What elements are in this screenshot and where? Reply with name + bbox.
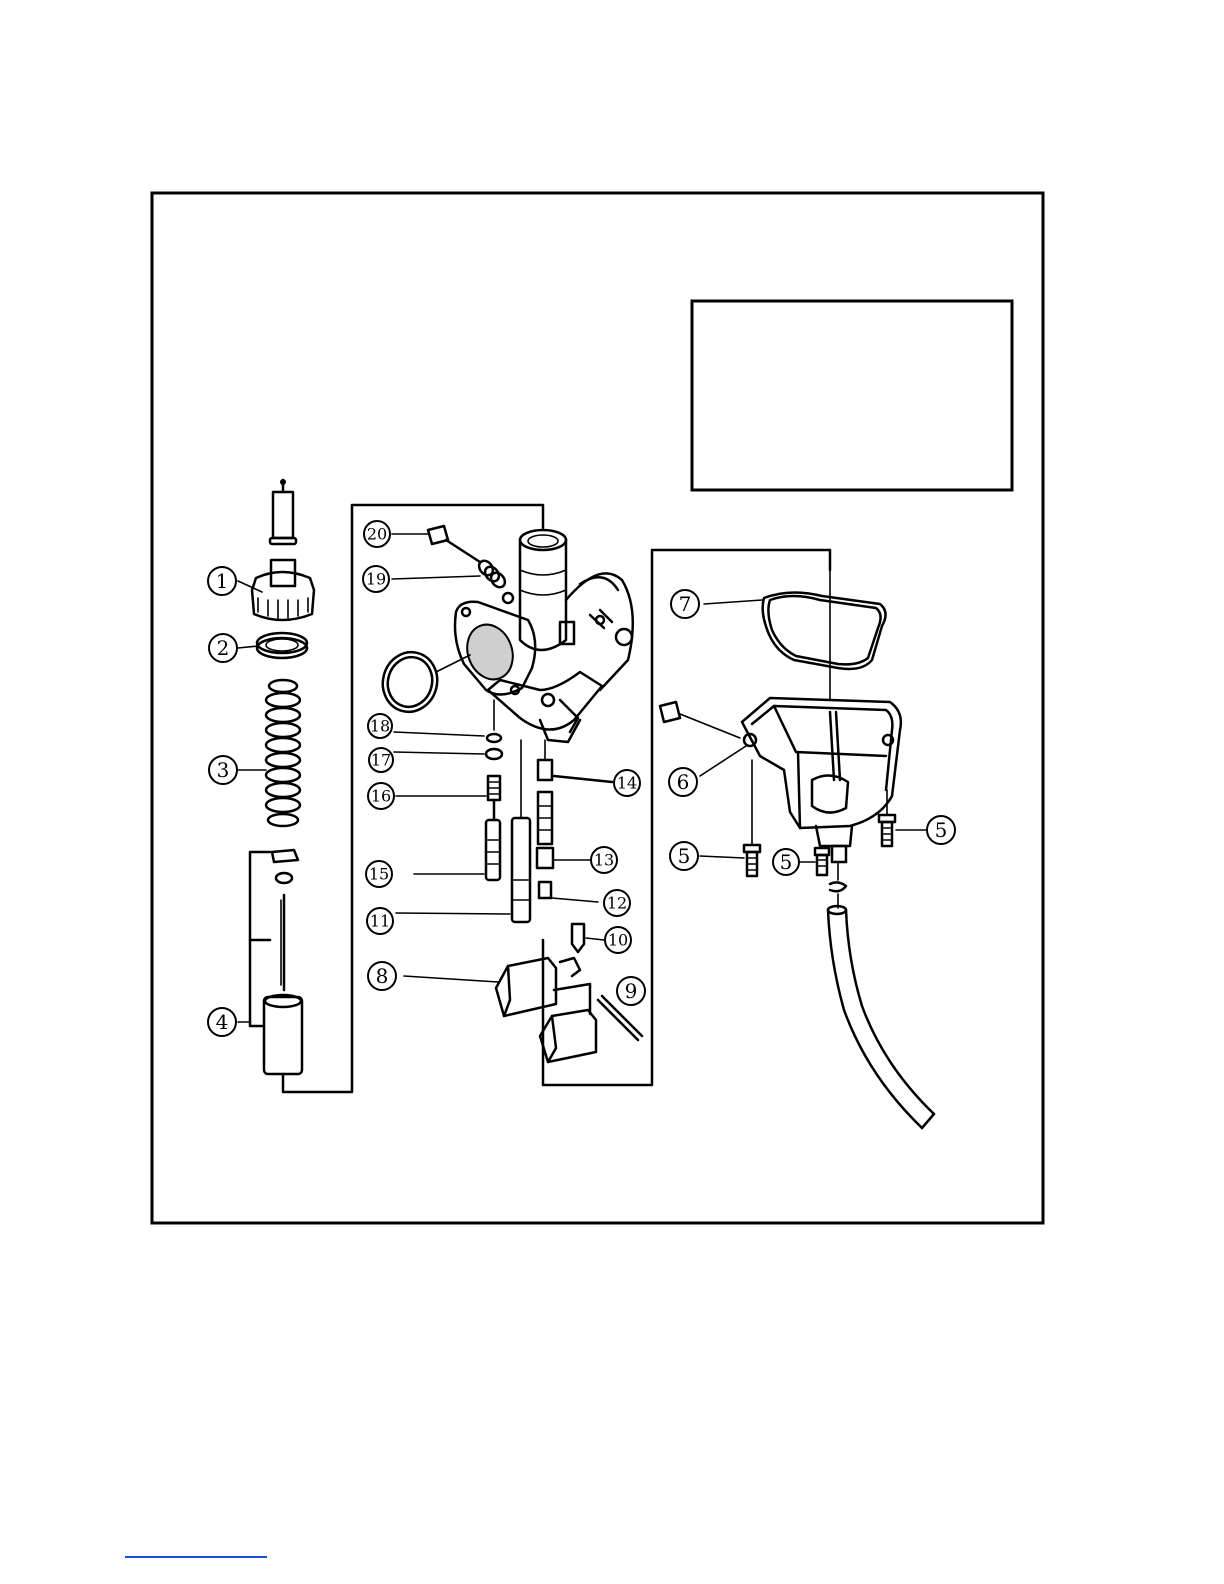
part-label-6: 6 [669, 768, 697, 796]
part-label-1: 1 [208, 567, 236, 595]
part-label-14: 14 [614, 770, 640, 796]
svg-text:20: 20 [367, 525, 387, 544]
svg-text:3: 3 [217, 758, 230, 782]
svg-text:13: 13 [594, 851, 614, 870]
part-label-5c: 5 [773, 849, 799, 875]
part-label-9: 9 [617, 977, 645, 1005]
part-label-19: 19 [363, 566, 389, 592]
svg-text:5: 5 [935, 818, 948, 842]
part-label-2: 2 [209, 634, 237, 662]
svg-text:12: 12 [607, 894, 627, 913]
part-label-20: 20 [364, 521, 390, 547]
svg-text:14: 14 [617, 774, 637, 793]
svg-text:4: 4 [216, 1010, 229, 1034]
svg-text:7: 7 [679, 592, 692, 616]
part-label-15: 15 [366, 861, 392, 887]
part-label-18: 18 [368, 714, 392, 738]
part-label-5b: 5 [670, 842, 698, 870]
part-label-13: 13 [591, 847, 617, 873]
part-label-10: 10 [605, 927, 631, 953]
svg-text:2: 2 [217, 636, 230, 660]
float-bowl-assembly [660, 568, 934, 1128]
svg-text:6: 6 [677, 770, 690, 794]
svg-text:10: 10 [608, 931, 628, 950]
part-label-5a: 5 [927, 816, 955, 844]
legend-box [692, 301, 1012, 490]
svg-text:17: 17 [371, 751, 391, 770]
svg-text:5: 5 [780, 850, 793, 874]
part-label-16: 16 [368, 783, 394, 809]
svg-text:18: 18 [370, 717, 390, 736]
part-label-11: 11 [367, 908, 393, 934]
part-label-17: 17 [369, 748, 393, 772]
svg-text:8: 8 [376, 964, 389, 988]
part-label-12: 12 [604, 890, 630, 916]
svg-text:19: 19 [366, 570, 386, 589]
part-label-8: 8 [368, 962, 396, 990]
part-label-3: 3 [209, 756, 237, 784]
svg-text:5: 5 [678, 844, 691, 868]
svg-text:16: 16 [371, 787, 391, 806]
svg-text:1: 1 [216, 569, 229, 593]
leader-lines [238, 534, 928, 1022]
footer-rule [125, 1556, 267, 1558]
svg-text:9: 9 [625, 979, 638, 1003]
part-label-4: 4 [208, 1008, 236, 1036]
part-label-7: 7 [671, 590, 699, 618]
svg-text:15: 15 [369, 865, 389, 884]
svg-text:11: 11 [370, 912, 390, 931]
